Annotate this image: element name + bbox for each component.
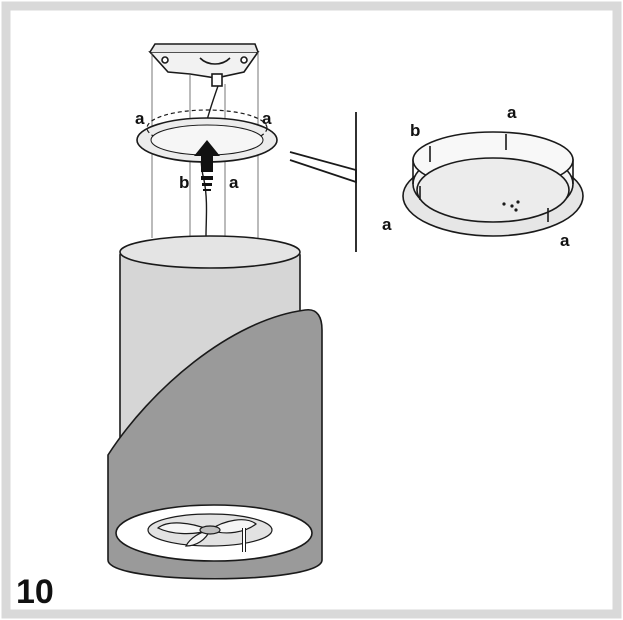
- ceiling-bracket: [148, 43, 260, 87]
- label-a-right: a: [262, 109, 272, 128]
- label-a-left: a: [135, 109, 145, 128]
- label-b-ring: b: [179, 173, 189, 192]
- step-number: 10: [16, 573, 54, 611]
- up-arrow-icon: [194, 140, 220, 191]
- fan-icon: [147, 513, 273, 547]
- hood-body: [107, 235, 323, 580]
- label-a-detail-left: a: [382, 215, 392, 234]
- label-a-ring: a: [229, 173, 239, 192]
- callout-pointer: [289, 112, 357, 252]
- label-a-detail-top: a: [507, 103, 517, 122]
- label-a-detail-right: a: [560, 231, 570, 250]
- label-b-detail: b: [410, 121, 420, 140]
- detail-ring: [402, 131, 584, 237]
